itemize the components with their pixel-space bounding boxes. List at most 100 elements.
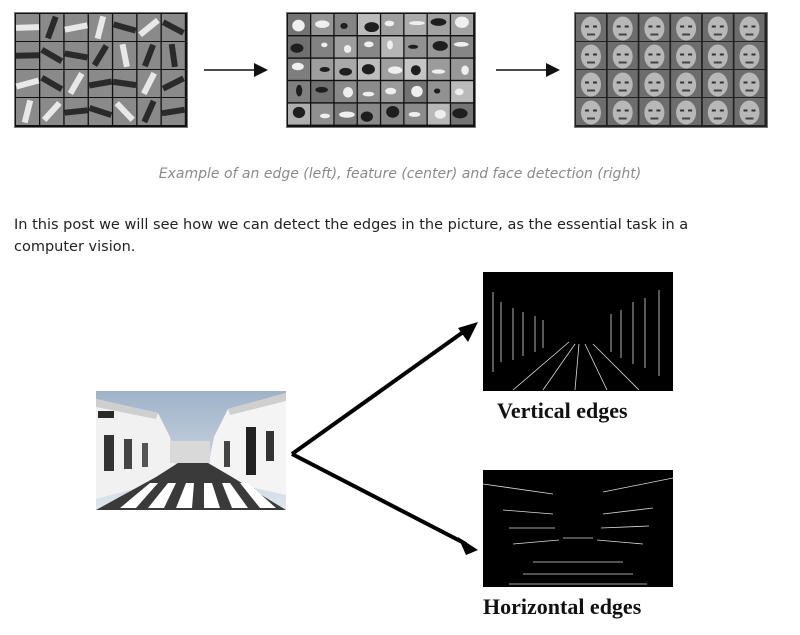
face-eye (719, 81, 724, 84)
face-shape (612, 100, 633, 125)
edge-stroke (41, 100, 62, 123)
face-eye (711, 109, 716, 112)
feature-blob (364, 22, 380, 33)
feature-blob (386, 106, 400, 118)
edge-stroke (88, 105, 113, 118)
face-mouth (713, 89, 722, 92)
edge-stroke (138, 17, 160, 38)
edge-stroke (112, 78, 137, 89)
feature-blob (296, 84, 303, 97)
edge-stroke (21, 99, 34, 124)
edge-stroke (15, 24, 40, 31)
face-mouth (745, 61, 754, 64)
face-shape (739, 16, 760, 41)
face-mouth (618, 89, 627, 92)
face-shape (612, 44, 633, 69)
feature-blob (410, 65, 421, 76)
feature-blob (434, 109, 446, 119)
face-mouth (618, 33, 627, 36)
face-shape (644, 100, 665, 125)
feature-blob (343, 86, 354, 98)
face-eye (585, 25, 589, 28)
face-eye (593, 53, 597, 56)
face-shape (612, 16, 633, 41)
face-eye (719, 109, 724, 112)
face-mouth (713, 117, 722, 120)
vertical-edges-image (483, 272, 673, 391)
feature-blob (454, 88, 464, 96)
street-photo (96, 391, 286, 510)
feature-blob (433, 88, 441, 94)
face-eye (624, 81, 629, 84)
face-eye (751, 53, 756, 56)
face-mouth (587, 117, 595, 120)
feature-blob (408, 111, 421, 117)
face-eye (680, 81, 685, 84)
edge-stroke (112, 21, 137, 34)
feature-blob (384, 20, 395, 27)
feature-blob (340, 22, 348, 30)
edge-stroke (40, 47, 64, 64)
face-eye (593, 25, 597, 28)
edge-stroke (141, 71, 157, 96)
edge-stroke (64, 50, 88, 61)
feature-blob (431, 69, 446, 74)
face-eye (743, 81, 748, 84)
face-eye (743, 53, 748, 56)
face-eye (648, 53, 653, 56)
edge-stroke (45, 15, 59, 40)
face-eye (648, 109, 653, 112)
feature-blob (364, 41, 374, 48)
grid-tile (427, 58, 450, 80)
face-eye (688, 53, 693, 56)
face-eye (743, 25, 748, 28)
feature-blob (454, 16, 469, 28)
face-shape (707, 16, 728, 41)
face-eye (624, 53, 629, 56)
face-mouth (682, 117, 691, 120)
face-shape (644, 16, 665, 41)
edge-stroke (168, 43, 178, 68)
feature-blob (343, 44, 352, 53)
face-eye (680, 25, 685, 28)
face-eye (711, 81, 716, 84)
edge-stroke (141, 99, 157, 124)
feature-blob (362, 91, 375, 97)
feature-blob (319, 113, 331, 119)
edge-stroke (67, 72, 85, 95)
face-eye (616, 109, 621, 112)
face-eye (616, 53, 621, 56)
face-shape (581, 100, 601, 125)
edge-stroke (64, 22, 88, 33)
face-eye (585, 53, 589, 56)
face-shape (676, 72, 697, 97)
feature-blob (387, 66, 403, 74)
feature-blob (361, 64, 375, 75)
face-shape (676, 44, 697, 69)
feature-blob (411, 85, 423, 98)
face-shape (707, 72, 728, 97)
face-eye (688, 25, 693, 28)
face-mouth (618, 117, 627, 120)
feature-blob (319, 66, 330, 72)
vertical-edges-label: Vertical edges (497, 398, 628, 423)
face-shape (739, 72, 760, 97)
face-eye (751, 109, 756, 112)
face-eye (593, 81, 597, 84)
face-mouth (587, 89, 595, 92)
face-detection-grid (574, 12, 768, 128)
face-eye (585, 109, 589, 112)
face-eye (616, 25, 621, 28)
horizontal-edges-label: Horizontal edges (483, 594, 642, 619)
article-paragraph: In this post we will see how we can dete… (14, 217, 689, 255)
edge-stroke (119, 43, 130, 68)
face-shape (644, 44, 665, 69)
feature-blob (430, 18, 447, 26)
horizontal-edges-image (482, 470, 674, 587)
feature-blob (315, 20, 330, 28)
grid-tile (451, 36, 474, 58)
face-mouth (650, 33, 659, 36)
feature-blob (409, 21, 425, 26)
face-eye (743, 109, 748, 112)
face-eye (751, 81, 756, 84)
